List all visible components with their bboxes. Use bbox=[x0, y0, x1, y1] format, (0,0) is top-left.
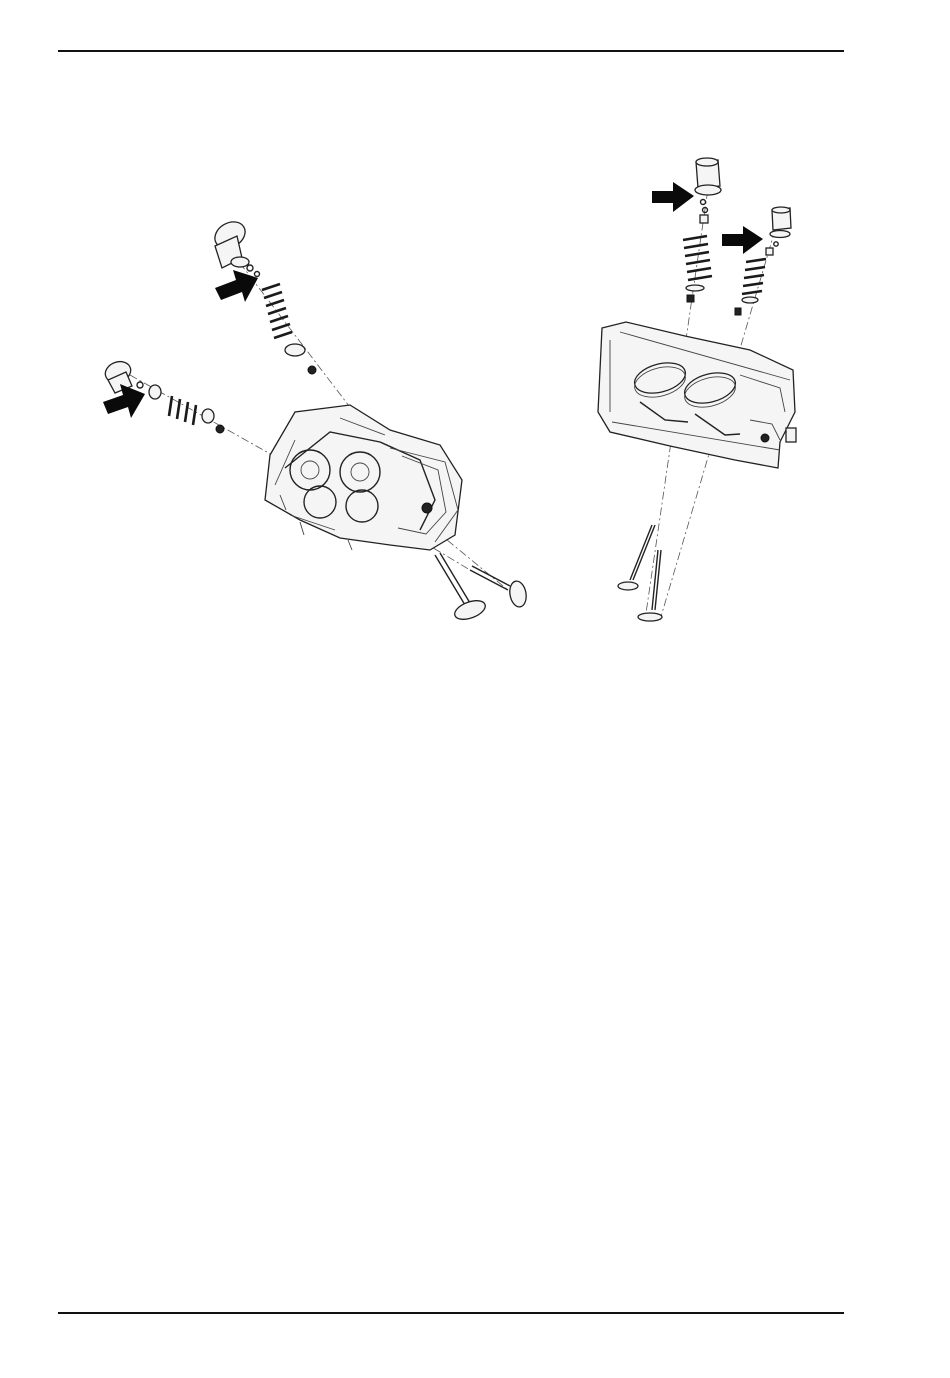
left-lower-valve-train bbox=[102, 358, 224, 433]
footer-rule bbox=[58, 1312, 844, 1314]
right-cylinder-head bbox=[598, 322, 796, 468]
right-valves bbox=[618, 525, 662, 621]
callout-arrow-icon bbox=[215, 270, 258, 302]
left-cylinder-head bbox=[265, 405, 462, 550]
right-cylinder-head-assembly bbox=[598, 158, 796, 621]
left-cylinder-head-assembly bbox=[102, 217, 528, 623]
left-valves bbox=[435, 553, 528, 623]
right-valve-train-2 bbox=[735, 207, 791, 315]
valve-assembly-illustration bbox=[90, 150, 850, 640]
callout-arrow-icon bbox=[722, 226, 763, 254]
callout-arrow-icon bbox=[652, 182, 694, 212]
header-rule bbox=[58, 50, 844, 52]
callout-arrow-icon bbox=[103, 384, 145, 418]
